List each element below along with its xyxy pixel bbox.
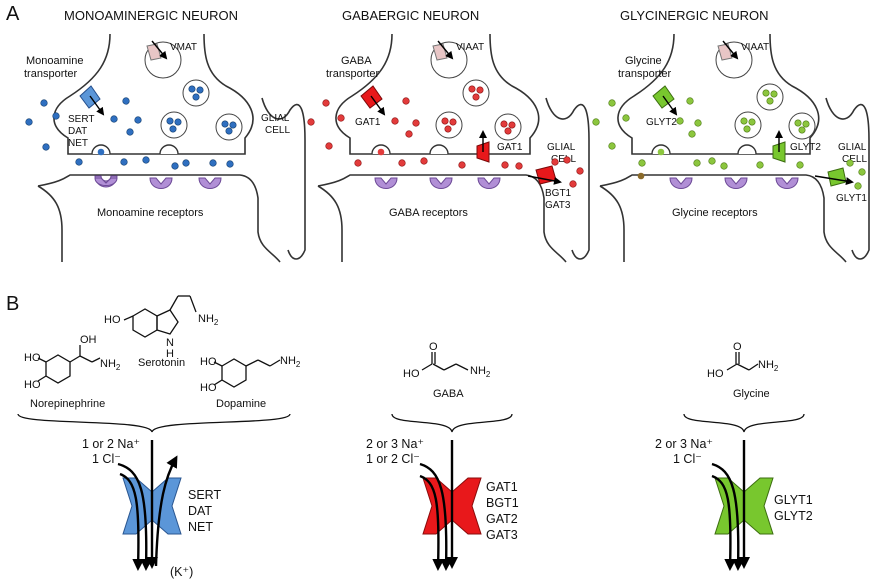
svg-text:1 or 2 Cl⁻: 1 or 2 Cl⁻ [366,452,420,466]
svg-text:NH2: NH2 [100,358,121,372]
svg-text:NH2: NH2 [280,355,301,369]
svg-text:HO: HO [24,379,41,391]
svg-text:SERT: SERT [188,488,221,502]
svg-text:O: O [733,341,742,353]
serotonin-label: Serotonin [138,357,185,369]
gaba-label: GABA [433,388,464,400]
glyt2-mid-label: GLYT2 [790,142,821,153]
svg-text:2 or 3 Na⁺: 2 or 3 Na⁺ [366,437,424,451]
svg-text:NH2: NH2 [198,313,219,327]
svg-text:HO: HO [403,368,420,380]
gaba-structure: O HO NH2 GABA [403,341,491,400]
panel-b-label: B [6,293,19,315]
svg-text:HO: HO [200,382,217,394]
svg-text:NH2: NH2 [470,365,491,379]
svg-text:HO: HO [104,314,121,326]
monoamine-molecules [25,97,234,170]
glyt1-glial-icon [827,167,847,187]
glycine-transporter-scheme: 2 or 3 Na⁺ 1 Cl⁻ GLYT1 GLYT2 [655,437,813,571]
svg-text:GLYT1: GLYT1 [774,493,813,507]
svg-text:OH: OH [80,334,97,346]
svg-text:GLYT2: GLYT2 [774,509,813,523]
monoamine-receptors-label: Monoamine receptors [97,207,204,219]
brace-gaba [391,413,513,433]
serotonin-structure: HO NH2 N H Serotonin [104,295,219,369]
dopamine-label: Dopamine [216,398,266,410]
norepinephrine-label: Norepinephrine [30,398,105,410]
glyt2-presynaptic-label: GLYT2 [646,117,677,128]
dopamine-structure: HO HO NH2 Dopamine [200,355,301,410]
norepinephrine-structure: HO HO OH NH2 Norepinephrine [24,334,121,410]
glyt1-glial-label: GLYT1 [836,193,867,204]
gaba-transporter-scheme: 2 or 3 Na⁺ 1 or 2 Cl⁻ GAT1 BGT1 GAT2 GAT… [366,437,519,571]
glycine-structure: O HO NH2 Glycine [707,341,779,400]
svg-text:NET: NET [188,520,213,534]
svg-text:2 or 3 Na⁺: 2 or 3 Na⁺ [655,437,713,451]
postsynaptic-membrane [37,174,281,263]
svg-text:1 Cl⁻: 1 Cl⁻ [673,452,702,466]
svg-text:HO: HO [200,356,217,368]
viaat-label-2: VIAAT [741,42,769,53]
monoamine-receptors [94,175,222,189]
svg-text:N: N [166,337,174,349]
gabaergic-title: GABAERGIC NEURON [342,8,479,23]
brace-glycine [683,413,805,433]
gaba-receptors-label: GABA receptors [389,207,468,219]
presynaptic-membrane [53,33,254,155]
svg-text:GAT3: GAT3 [486,528,518,542]
svg-text:(K⁺): (K⁺) [170,565,193,579]
svg-text:O: O [429,341,438,353]
svg-text:H: H [166,348,174,360]
svg-text:NH2: NH2 [758,359,779,373]
svg-text:1 or 2 Na⁺: 1 or 2 Na⁺ [82,437,140,451]
monoamine-transporter-scheme: 1 or 2 Na⁺ 1 Cl⁻ SERT DAT NET (K⁺) [82,437,221,579]
svg-text:GAT2: GAT2 [486,512,518,526]
panel-a-label: A [6,3,20,25]
gat1-presynaptic-label: GAT1 [355,117,381,128]
glial-cell-membrane [261,97,306,260]
gat1-mid-label: GAT1 [497,142,523,153]
brace-monoamines [17,413,291,433]
vmat-label: VMAT [170,42,197,53]
svg-text:1 Cl⁻: 1 Cl⁻ [92,452,121,466]
svg-text:DAT: DAT [188,504,212,518]
viaat-label: VIAAT [456,42,484,53]
svg-text:BGT1: BGT1 [486,496,519,510]
svg-text:HO: HO [24,352,41,364]
svg-text:GAT1: GAT1 [486,480,518,494]
glycine-receptors-label: Glycine receptors [672,207,758,219]
glycinergic-title: GLYCINERGIC NEURON [620,8,769,23]
glycine-label: Glycine [733,388,770,400]
monoaminergic-title: MONOAMINERGIC NEURON [64,8,238,23]
svg-text:HO: HO [707,368,724,380]
